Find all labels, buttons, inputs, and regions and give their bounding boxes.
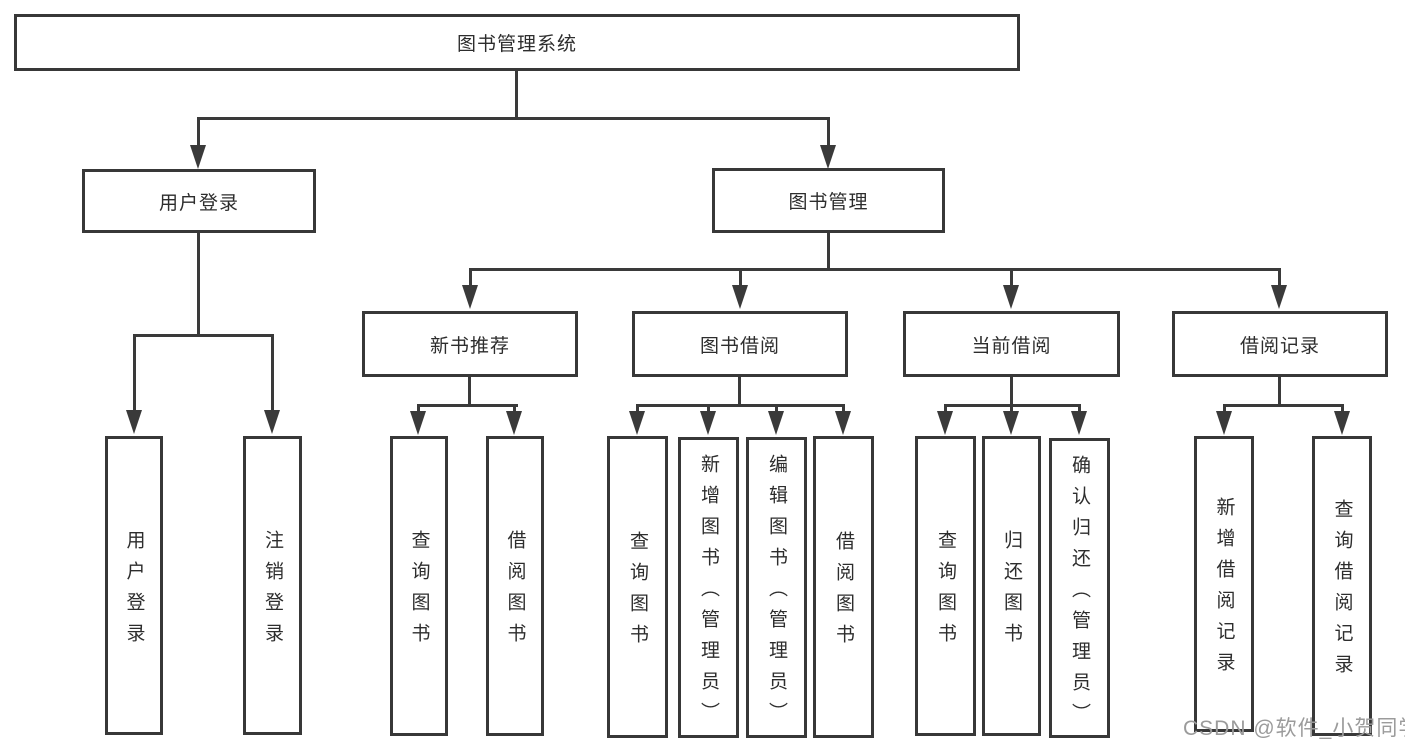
connector-userlogin-stub <box>133 334 136 412</box>
arrow-down-icon <box>462 285 478 309</box>
connector-bookborrow-stub <box>707 404 710 414</box>
connector-root-right-stub <box>827 117 830 148</box>
connector-newbook-bar <box>417 404 518 407</box>
connector-bookborrow-stem <box>738 377 741 406</box>
connector-userlogin-stem <box>197 233 200 336</box>
connector-currentborrow-stub <box>1010 404 1013 414</box>
node-book-management: 图书管理 <box>712 168 945 233</box>
connector-currentborrow-stem <box>1010 377 1013 406</box>
connector-bookborrow-bar <box>636 404 845 407</box>
connector-borrowrecord-stub <box>1341 404 1344 414</box>
csdn-watermark: CSDN @软件_小贺同学 <box>1183 717 1405 740</box>
connector-bookborrow-stub <box>842 404 845 414</box>
leaf-add-borrow-record: 新增借阅记录 <box>1194 436 1254 732</box>
arrow-down-icon <box>820 145 836 169</box>
leaf-query-book-recommend: 查询图书 <box>390 436 448 736</box>
leaf-add-book-admin: 新增图书（管理员） <box>678 437 739 738</box>
arrow-down-icon <box>506 411 522 435</box>
connector-currentborrow-stub <box>944 404 947 414</box>
connector-bookmgmt-stub <box>469 268 472 288</box>
leaf-user-login: 用户登录 <box>105 436 163 735</box>
connector-borrowrecord-stem <box>1278 377 1281 406</box>
node-new-book-recommend-label: 新书推荐 <box>429 335 510 357</box>
connector-userlogin-bar <box>133 334 274 337</box>
arrow-down-icon <box>629 411 645 435</box>
arrow-down-icon <box>1071 411 1087 435</box>
connector-bookmgmt-bar <box>469 268 1281 271</box>
connector-currentborrow-stub <box>1078 404 1081 414</box>
connector-bookmgmt-stub <box>1010 268 1013 288</box>
arrow-down-icon <box>732 285 748 309</box>
arrow-down-icon <box>700 411 716 435</box>
leaf-borrow-book: 借阅图书 <box>813 436 874 738</box>
leaf-confirm-return-admin: 确认归还（管理员） <box>1049 438 1110 738</box>
node-book-borrow-label: 图书借阅 <box>699 335 780 357</box>
node-current-borrow-label: 当前借阅 <box>971 335 1052 357</box>
arrow-down-icon <box>1003 411 1019 435</box>
node-user-login-label: 用户登录 <box>158 192 239 214</box>
arrow-down-icon <box>1003 285 1019 309</box>
node-book-management-label: 图书管理 <box>788 192 869 213</box>
node-new-book-recommend: 新书推荐 <box>362 311 578 377</box>
leaf-query-book-current: 查询图书 <box>915 436 976 736</box>
node-borrow-record-label: 借阅记录 <box>1239 335 1320 357</box>
arrow-down-icon <box>264 410 280 434</box>
node-book-borrow: 图书借阅 <box>632 311 848 377</box>
connector-bookmgmt-stub <box>739 268 742 288</box>
leaf-query-borrow-record: 查询借阅记录 <box>1312 436 1372 736</box>
arrow-down-icon <box>126 410 142 434</box>
node-borrow-record: 借阅记录 <box>1172 311 1388 377</box>
connector-bookborrow-stub <box>636 404 639 414</box>
arrow-down-icon <box>190 145 206 169</box>
connector-root-bar <box>197 117 830 120</box>
connector-bookborrow-stub <box>775 404 778 414</box>
arrow-down-icon <box>1334 411 1350 435</box>
leaf-edit-book-admin: 编辑图书（管理员） <box>746 437 807 738</box>
leaf-query-book-borrow: 查询图书 <box>607 436 668 738</box>
leaf-logout: 注销登录 <box>243 436 302 735</box>
leaf-return-book: 归还图书 <box>982 436 1041 736</box>
node-current-borrow: 当前借阅 <box>903 311 1120 377</box>
node-user-login: 用户登录 <box>82 169 316 233</box>
connector-root-left-stub <box>197 117 200 148</box>
connector-newbook-stub <box>417 404 420 414</box>
connector-userlogin-stub <box>271 334 274 412</box>
connector-bookmgmt-stem <box>827 233 830 271</box>
connector-newbook-stub <box>513 404 516 414</box>
connector-bookmgmt-stub <box>1278 268 1281 288</box>
node-root-label: 图书管理系统 <box>456 34 577 55</box>
connector-borrowrecord-bar <box>1223 404 1344 407</box>
arrow-down-icon <box>1216 411 1232 435</box>
connector-borrowrecord-stub <box>1223 404 1226 414</box>
connector-newbook-stem <box>468 377 471 406</box>
arrow-down-icon <box>937 411 953 435</box>
arrow-down-icon <box>1271 285 1287 309</box>
connector-root-stem <box>515 70 518 119</box>
node-root: 图书管理系统 <box>14 14 1020 71</box>
arrow-down-icon <box>835 411 851 435</box>
arrow-down-icon <box>768 411 784 435</box>
arrow-down-icon <box>410 411 426 435</box>
leaf-borrow-book-recommend: 借阅图书 <box>486 436 544 736</box>
